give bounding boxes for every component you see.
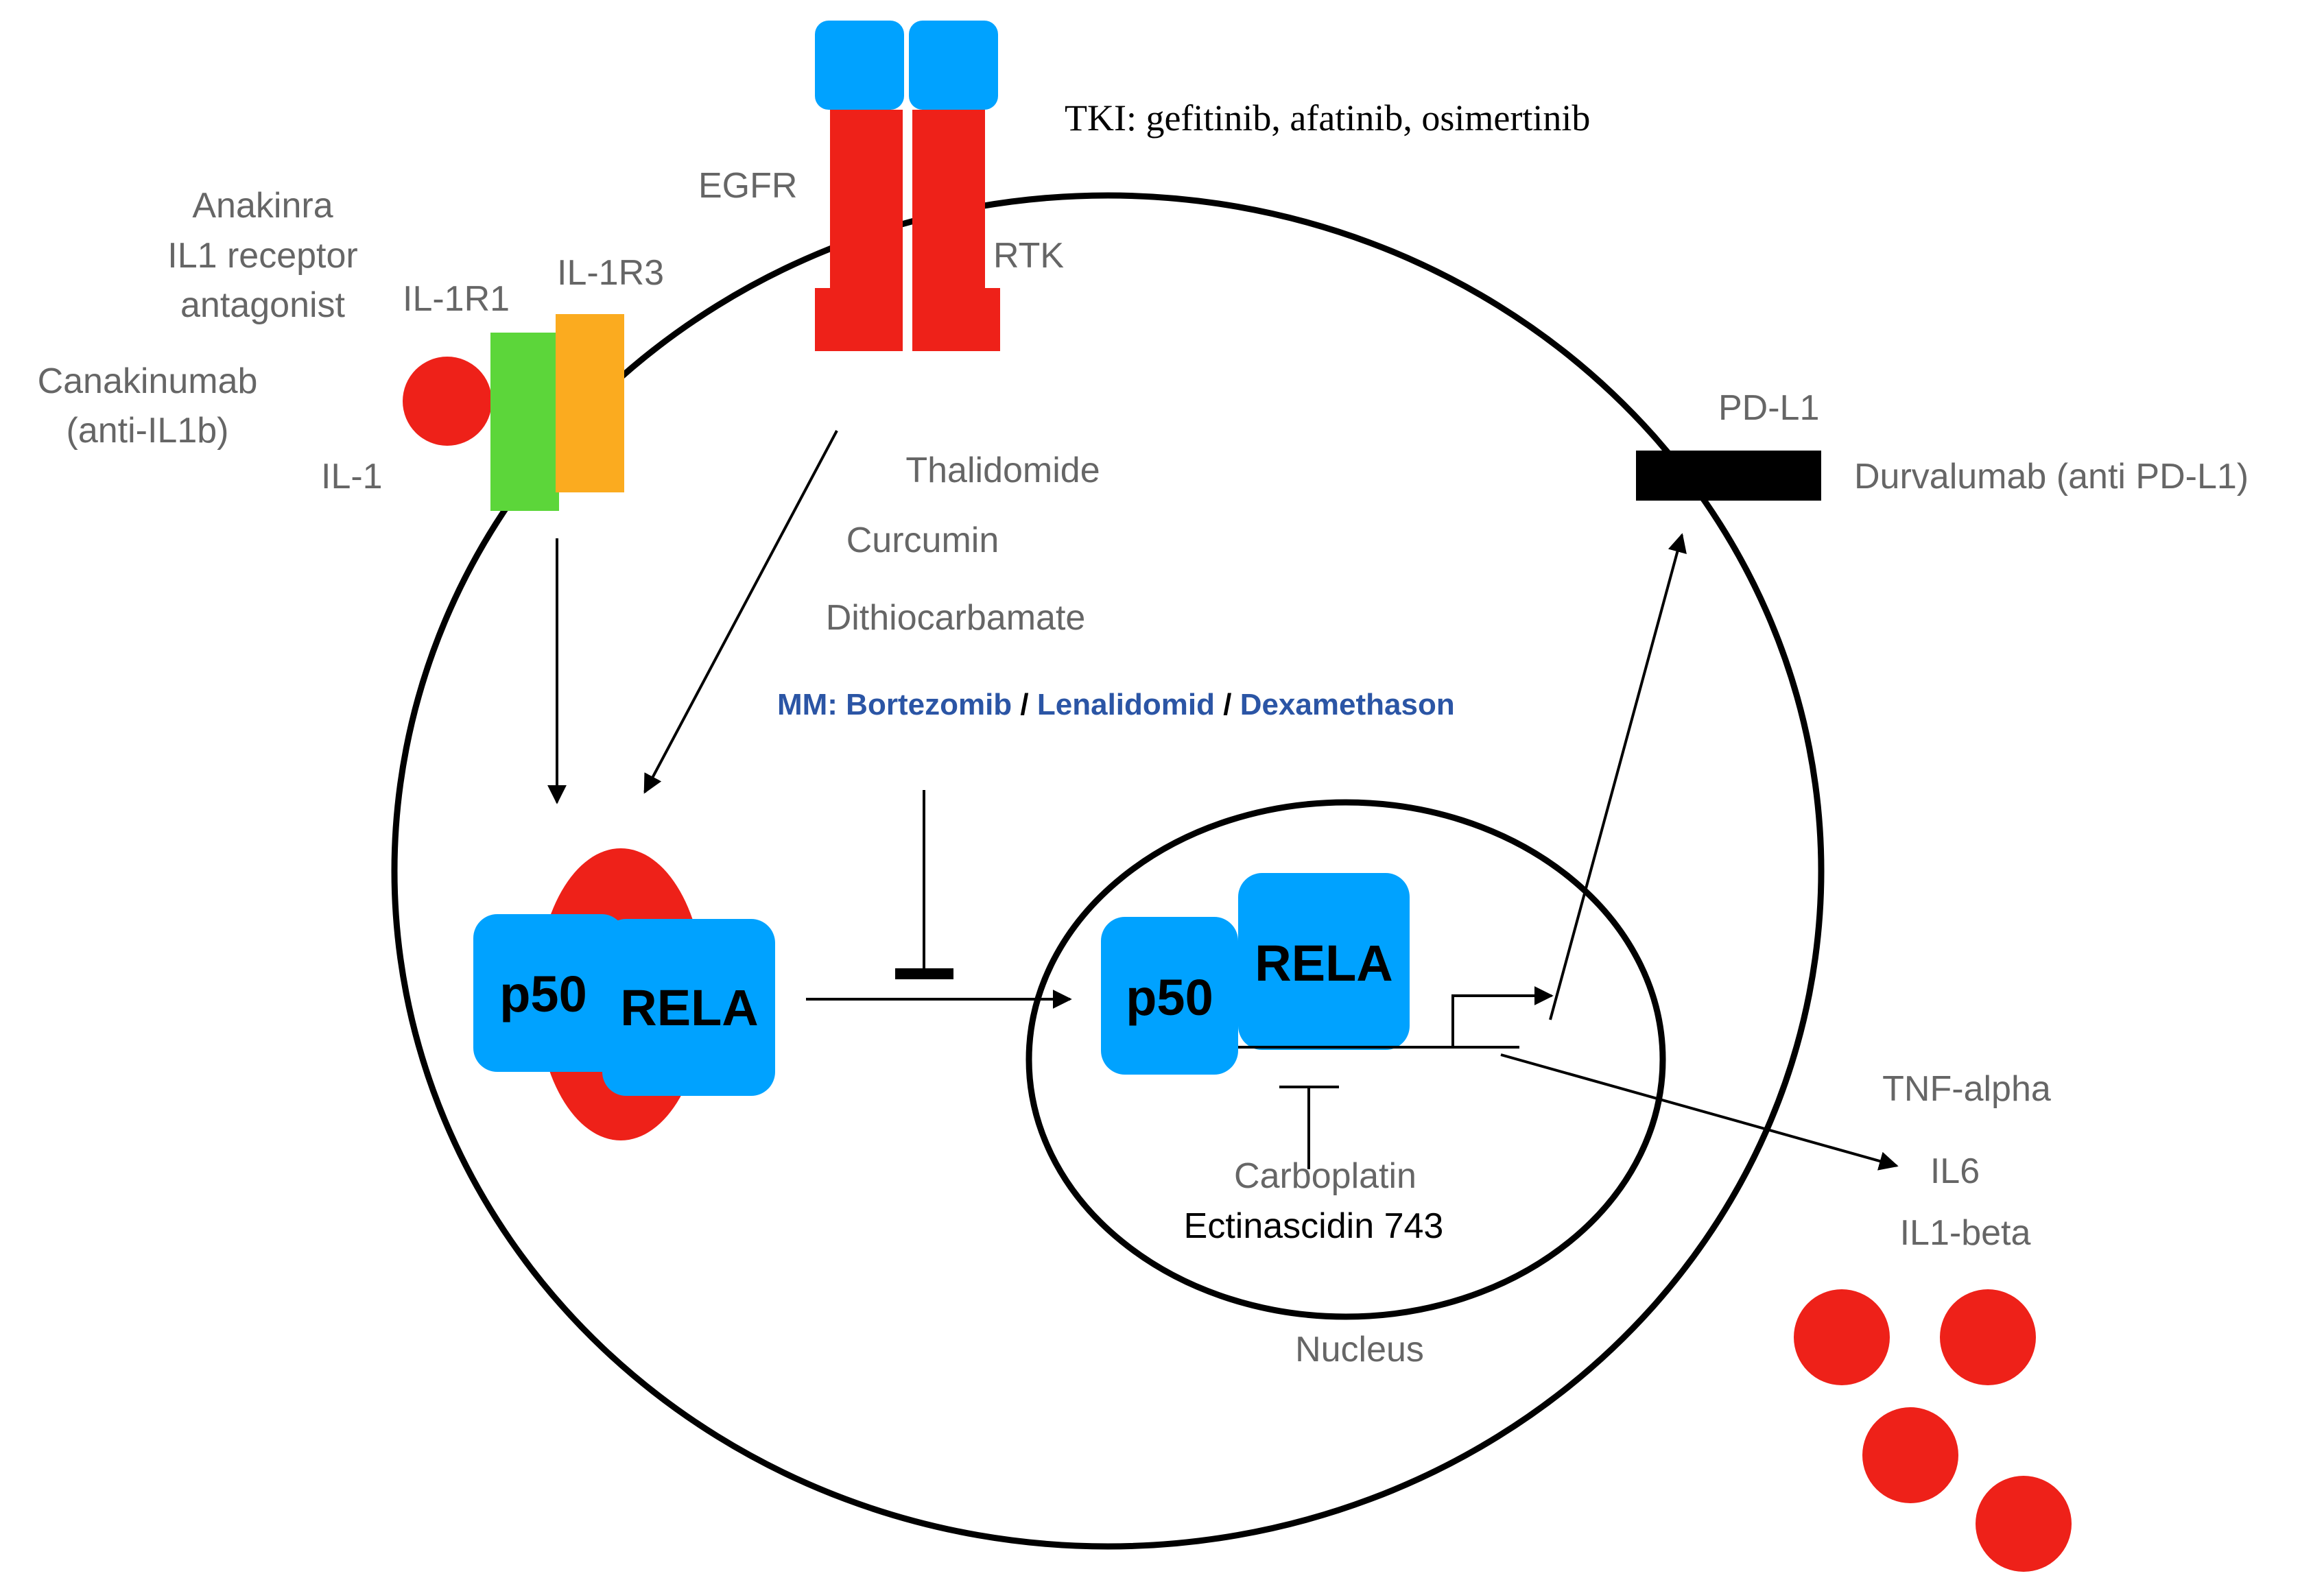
- cytokine-secretion-arrow: [1500, 1053, 1899, 1171]
- egfr-label: EGFR: [698, 166, 797, 206]
- carboplatin-label: Carboplatin: [1234, 1156, 1416, 1196]
- anakinra-label-line3: antagonist: [180, 285, 346, 325]
- cell-membrane: [391, 192, 1825, 1550]
- tki-label: TKI: gefitinib, afatinib, osimertinib: [1065, 97, 1590, 139]
- transcription-start-arrow: [1451, 986, 1554, 1047]
- pdl1-bar: [1636, 451, 1821, 501]
- cytokine-dot: [1940, 1289, 2036, 1385]
- cytokine-dot: [1794, 1289, 1890, 1385]
- thalidomide-label: Thalidomide: [905, 451, 1100, 490]
- rela-nucleus: [1238, 873, 1410, 1050]
- il1-ligand: [403, 357, 492, 446]
- il6-label: IL6: [1930, 1151, 1980, 1191]
- anakinra-label: Anakinra: [192, 186, 333, 226]
- pdl1-expression-arrow: [1549, 533, 1687, 1020]
- curcumin-label: Curcumin: [846, 521, 999, 560]
- cytokine-dot: [1976, 1476, 2072, 1572]
- nucleus-membrane: [1025, 799, 1666, 1320]
- egfr-receptor: [815, 21, 1000, 351]
- canakinumab-label: Canakinumab: [38, 361, 258, 401]
- tnf-alpha-label: TNF-alpha: [1882, 1069, 2051, 1109]
- il1r1-receptor: [490, 333, 559, 511]
- ectinascidin-label: Ectinascidin 743: [1184, 1206, 1444, 1246]
- rela-cytoplasm-label: RELA: [620, 979, 758, 1036]
- il1r1-label: IL-1R1: [403, 279, 510, 319]
- pdl1-label: PD-L1: [1718, 388, 1819, 428]
- il1r3-label: IL-1R3: [557, 253, 664, 293]
- il1r3-receptor: [556, 314, 624, 492]
- rela-cytoplasm: [602, 919, 775, 1096]
- dithiocarbamate-label: Dithiocarbamate: [826, 598, 1086, 638]
- durvalumab-label: Durvalumab (anti PD-L1): [1854, 457, 2249, 497]
- cytokine-dot: [1862, 1407, 1958, 1503]
- mm-drugs-label: MM: Bortezomib / Lenalidomid / Dexametha…: [777, 688, 1455, 721]
- il1-label: IL-1: [321, 457, 383, 497]
- p50-cytoplasm-label: p50: [499, 966, 587, 1022]
- rtk-label: RTK: [993, 236, 1064, 276]
- p50-nucleus: [1101, 917, 1238, 1075]
- nucleus-label: Nucleus: [1295, 1330, 1424, 1369]
- canakinumab-label-line2: (anti-IL1b): [67, 411, 229, 451]
- rela-nucleus-label: RELA: [1255, 935, 1392, 992]
- il1-beta-label: IL1-beta: [1900, 1213, 2031, 1253]
- egfr-to-nfkb-arrow: [643, 430, 838, 794]
- p50-cytoplasm: [473, 914, 626, 1072]
- anakinra-label-line2: IL1 receptor: [167, 236, 358, 276]
- p50-nucleus-label: p50: [1126, 969, 1213, 1026]
